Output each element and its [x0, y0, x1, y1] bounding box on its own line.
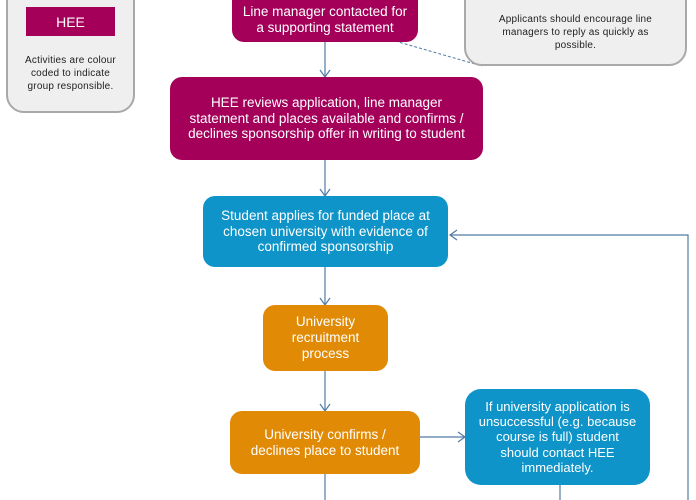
arrowhead: [448, 229, 458, 241]
legend-note-text: Activities are colour coded to indicate …: [25, 55, 116, 92]
callout-dashed-line: [394, 40, 483, 67]
legend-badge-hee: HEE: [26, 7, 115, 36]
step-hee-reviews: HEE reviews application, line manager st…: [170, 77, 483, 160]
tip-note-text: Applicants should encourage line manager…: [498, 14, 653, 51]
step-text: HEE reviews application, line manager st…: [188, 94, 465, 142]
step-text: Line manager contacted for a supporting …: [242, 4, 408, 35]
legend-panel: HEE Activities are colour coded to indic…: [6, 0, 135, 113]
tip-note: Applicants should encourage line manager…: [464, 0, 687, 66]
step-text: University confirms / declines place to …: [250, 426, 400, 458]
step-text: University recruitment process: [291, 314, 360, 361]
step-line-manager-contacted: Line manager contacted for a supporting …: [232, 0, 418, 42]
step-university-confirms: University confirms / declines place to …: [230, 411, 420, 474]
step-text: If university application is unsuccessfu…: [478, 398, 637, 475]
step-university-recruitment: University recruitment process: [263, 305, 388, 371]
step-student-applies: Student applies for funded place at chos…: [203, 196, 448, 267]
step-unsuccessful-contact-hee: If university application is unsuccessfu…: [465, 389, 650, 485]
legend-badge-label: HEE: [56, 13, 85, 30]
connector-line: [450, 234, 689, 500]
step-text: Student applies for funded place at chos…: [221, 207, 430, 255]
